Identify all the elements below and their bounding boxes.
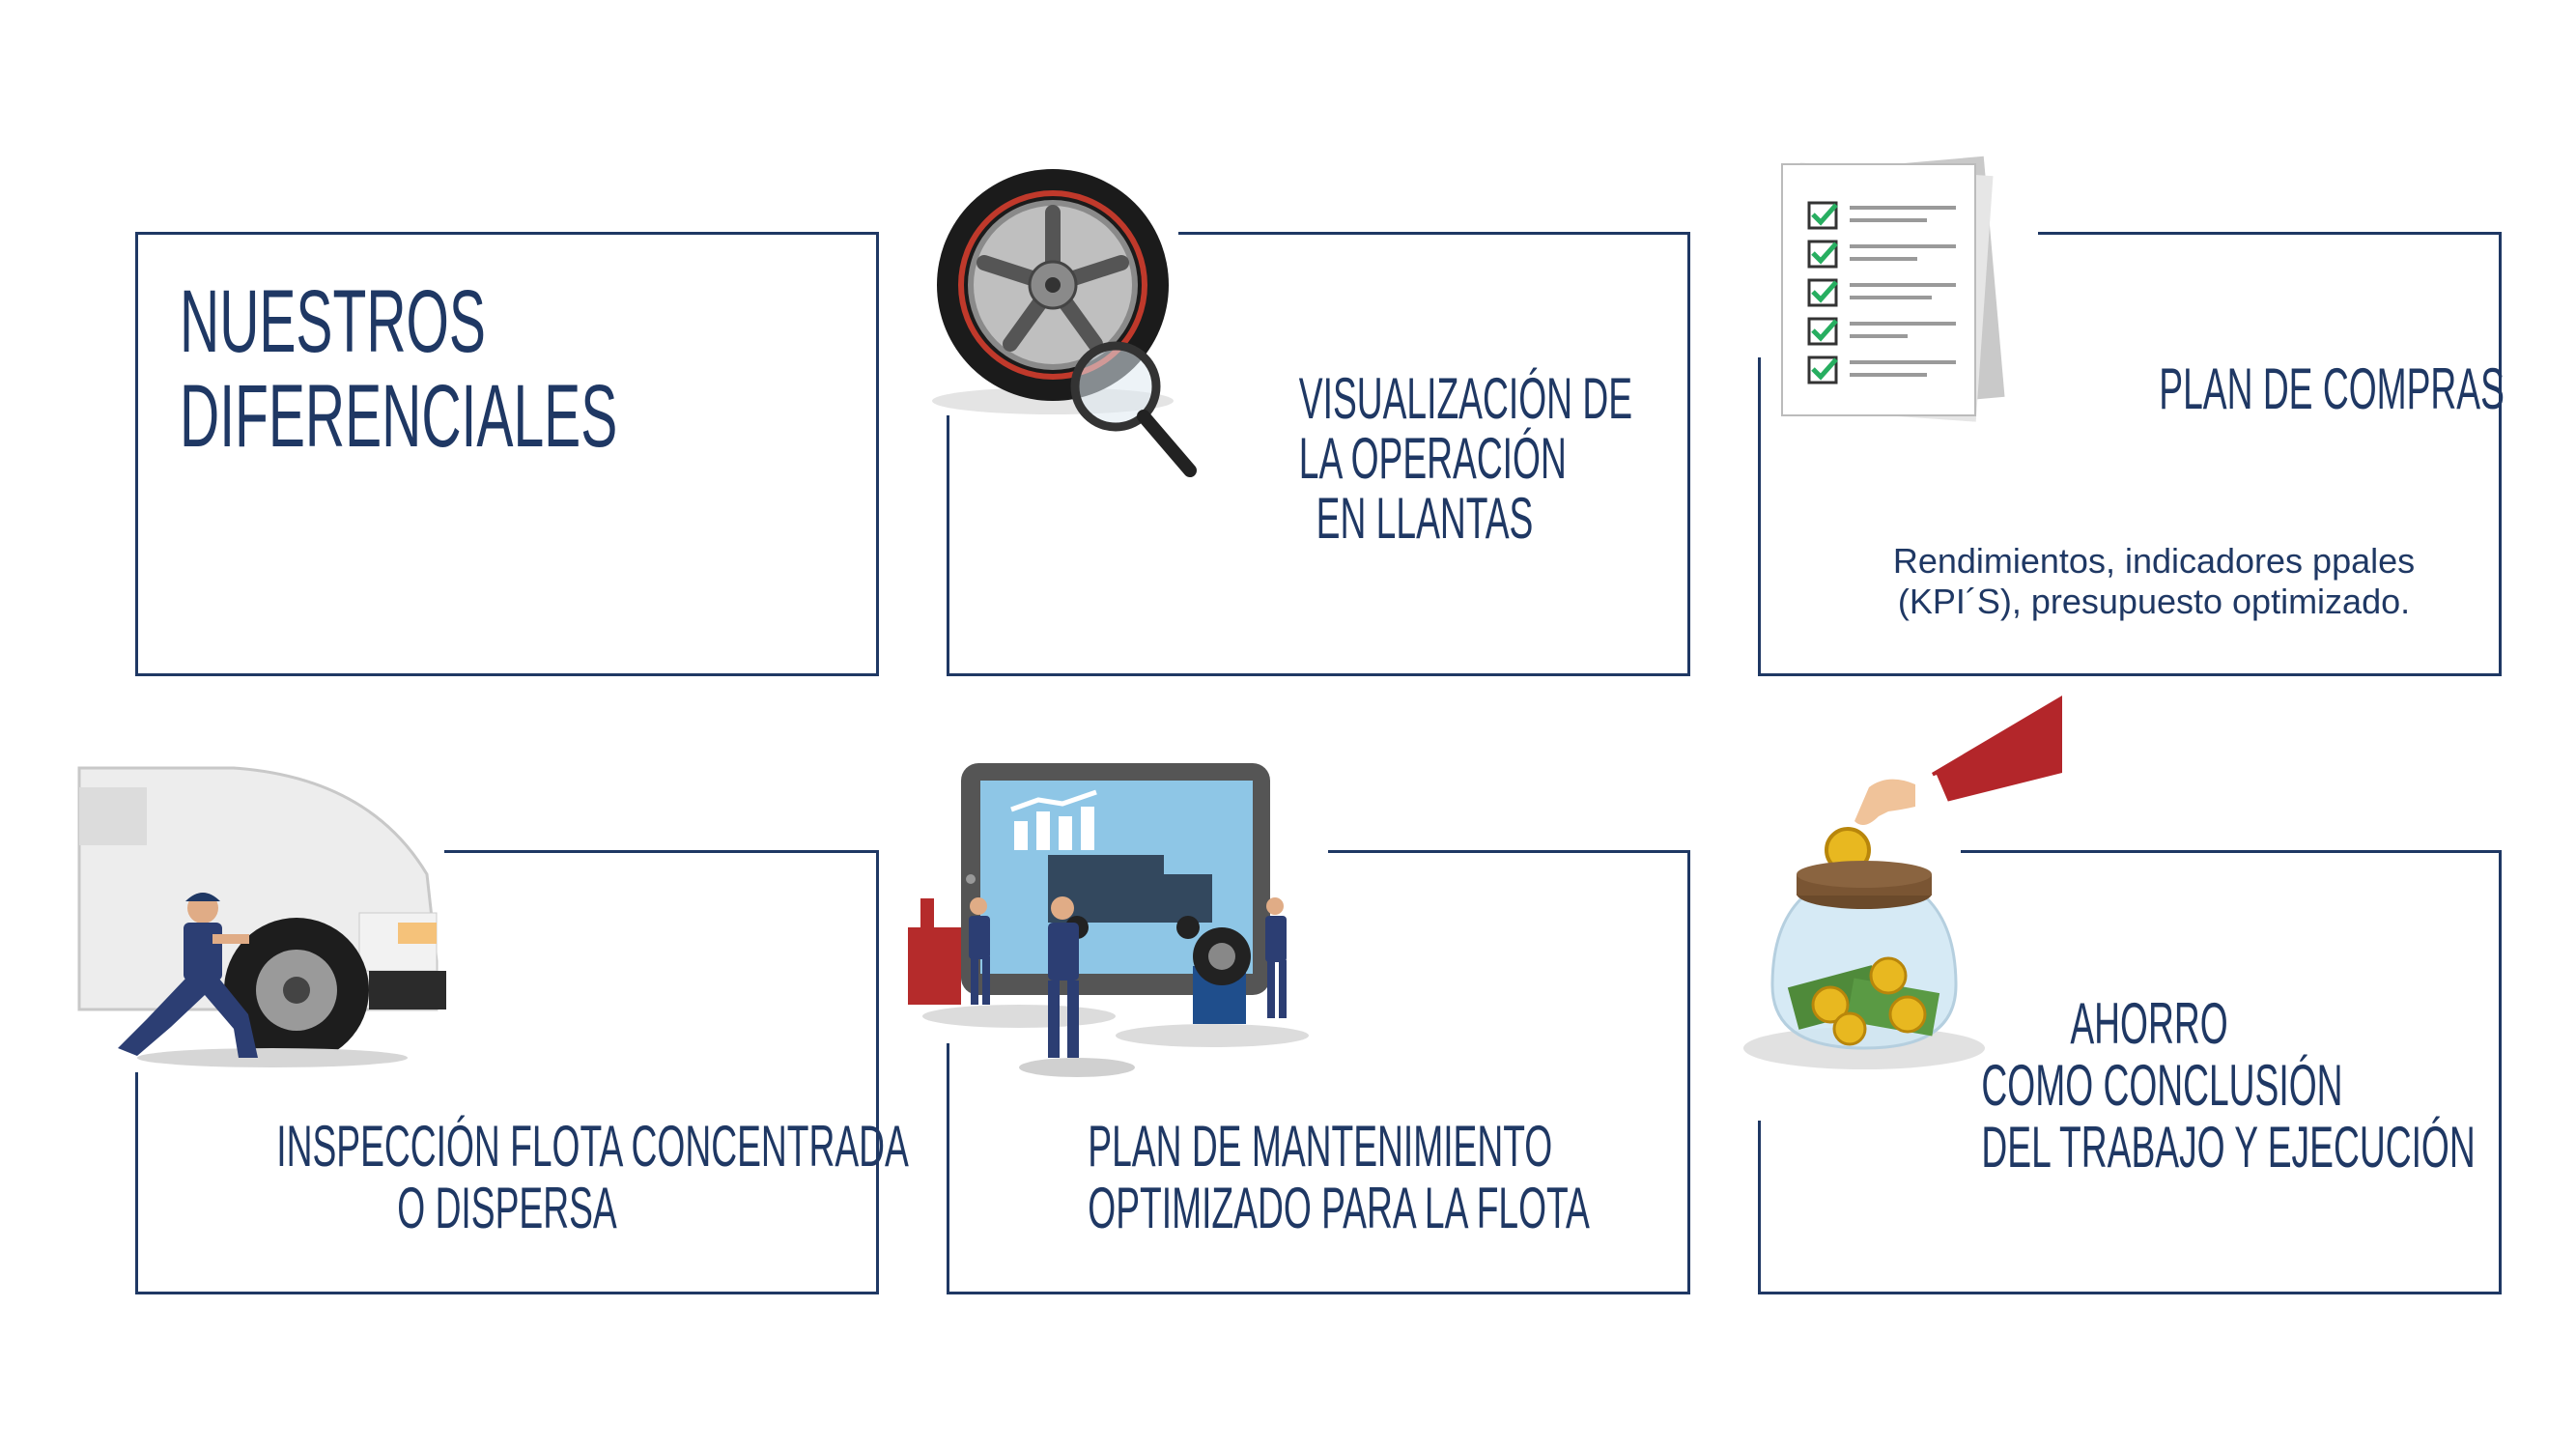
card-mantenimiento-text: PLAN DE MANTENIMIENTO OPTIMIZADO PARA LA… — [1088, 1114, 1590, 1240]
card-ahorro-line-3: DEL TRABAJO Y EJECUCIÓN — [1981, 1115, 2476, 1180]
card-plan-compras-desc: Rendimientos, indicadores ppales (KPI´S)… — [1835, 541, 2473, 622]
card-inspeccion-line-2: O DISPERSA — [397, 1176, 617, 1240]
card-mantenimiento-line-2: OPTIMIZADO PARA LA FLOTA — [1088, 1176, 1590, 1240]
truck-mechanic-icon — [77, 766, 446, 1067]
card-visualizacion-line-1: VISUALIZACIÓN DE — [1298, 366, 1633, 431]
card-ahorro-text: AHORRO COMO CONCLUSIÓN DEL TRABAJO Y EJE… — [1981, 991, 2476, 1180]
card-ahorro-line-1: AHORRO — [2070, 991, 2228, 1056]
tablet-mechanics-icon — [908, 763, 1309, 1077]
card-inspeccion — [135, 850, 879, 1294]
card-plan-compras-title: PLAN DE COMPRAS — [2159, 356, 2505, 421]
card-plan-compras — [1758, 232, 2502, 676]
card-mantenimiento-line-1: PLAN DE MANTENIMIENTO — [1088, 1114, 1553, 1179]
page-title: NUESTROS DIFERENCIALES — [180, 274, 617, 464]
title-line-1: NUESTROS — [180, 272, 486, 371]
card-inspeccion-text: INSPECCIÓN FLOTA CONCENTRADA O DISPERSA — [276, 1114, 909, 1240]
card-ahorro-line-2: COMO CONCLUSIÓN — [1981, 1053, 2343, 1118]
card-visualizacion-line-2: LA OPERACIÓN — [1298, 426, 1567, 491]
savings-jar-icon — [1743, 696, 2062, 1069]
card-plan-compras-desc-line-1: Rendimientos, indicadores ppales — [1892, 541, 2416, 581]
card-visualizacion — [947, 232, 1690, 676]
card-inspeccion-line-1: INSPECCIÓN FLOTA CONCENTRADA — [276, 1114, 909, 1179]
checklist-icon — [1781, 156, 2005, 422]
card-visualizacion-text: VISUALIZACIÓN DE LA OPERACIÓN EN LLANTAS — [1298, 366, 1633, 551]
tire-magnifier-icon — [932, 169, 1197, 477]
card-visualizacion-line-3: EN LLANTAS — [1316, 486, 1534, 551]
card-plan-compras-desc-line-2: (KPI´S), presupuesto optimizado. — [1897, 582, 2411, 621]
title-line-2: DIFERENCIALES — [180, 367, 618, 466]
title-card — [135, 232, 879, 676]
